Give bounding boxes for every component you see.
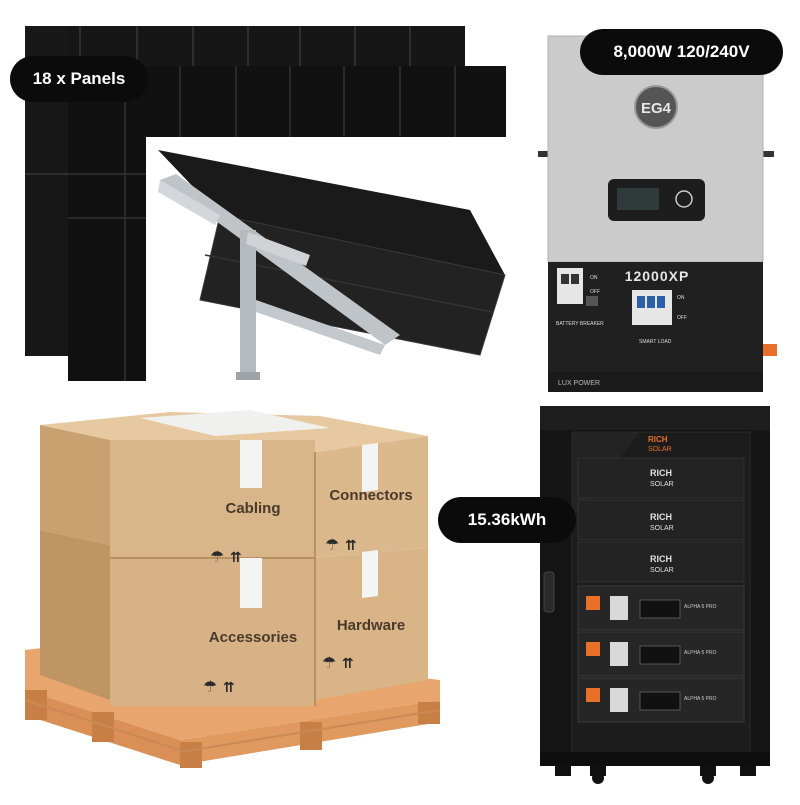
on-label: ON: [590, 275, 598, 281]
this-side-up-icon: ⇈: [230, 549, 242, 565]
rack-brand-top-2: SOLAR: [648, 446, 672, 453]
box-label-connectors: Connectors: [329, 487, 412, 504]
this-side-up-icon: ⇈: [223, 679, 235, 695]
umbrella-icon: ☂: [210, 549, 224, 566]
battery-module: ALPHA 5 PRO: [577, 677, 745, 723]
load-label: SMART LOAD: [639, 339, 672, 345]
this-side-up-icon: ⇈: [342, 655, 354, 671]
this-side-up-icon: ⇈: [345, 537, 357, 553]
panel-brand-2a: RICH: [650, 512, 672, 522]
battery-rack-cabinet: RICH SOLAR RICH SOLAR RICH SOLAR RICH SO…: [540, 406, 770, 784]
inverter-spec-label: 8,000W 120/240V: [580, 29, 783, 75]
panel-brand-1b: SOLAR: [650, 481, 674, 488]
box-label-hardware: Hardware: [337, 617, 405, 634]
box-label-accessories: Accessories: [209, 629, 297, 646]
svg-text:OFF: OFF: [677, 315, 687, 321]
model-text: 12000XP: [625, 268, 690, 284]
panels-count-label: 18 x Panels: [10, 56, 148, 102]
umbrella-icon: ☂: [322, 655, 336, 672]
battery-model-2: ALPHA 5 PRO: [684, 650, 717, 656]
pallet-of-boxes: Cabling Connectors Accessories Hardware …: [24, 410, 441, 768]
rack-brand-top-1: RICH: [648, 435, 668, 444]
breaker-label: BATTERY BREAKER: [556, 321, 604, 327]
battery-capacity-label: 15.36kWh: [438, 497, 576, 543]
brand-text: EG4: [641, 100, 672, 117]
panel-brand-3a: RICH: [650, 554, 672, 564]
ground-mount-inset: [146, 137, 510, 385]
inverter: EG4 12000XP ON OFF BATTERY BREAKER SMART…: [538, 35, 777, 392]
panel-brand-1a: RICH: [650, 468, 672, 478]
eg4-logo: [634, 85, 678, 129]
battery-model-3: ALPHA 5 PRO: [684, 696, 717, 702]
battery-model-1: ALPHA 5 PRO: [684, 604, 717, 610]
off-label: OFF: [590, 289, 600, 295]
battery-module: ALPHA 5 PRO: [577, 631, 745, 677]
box-label-cabling: Cabling: [226, 500, 281, 517]
svg-text:ON: ON: [677, 295, 685, 301]
footer-brand: LUX POWER: [558, 380, 600, 387]
battery-module: ALPHA 5 PRO: [577, 585, 745, 631]
panel-brand-2b: SOLAR: [650, 525, 674, 532]
panel-brand-3b: SOLAR: [650, 567, 674, 574]
umbrella-icon: ☂: [203, 679, 217, 696]
umbrella-icon: ☂: [325, 537, 339, 554]
